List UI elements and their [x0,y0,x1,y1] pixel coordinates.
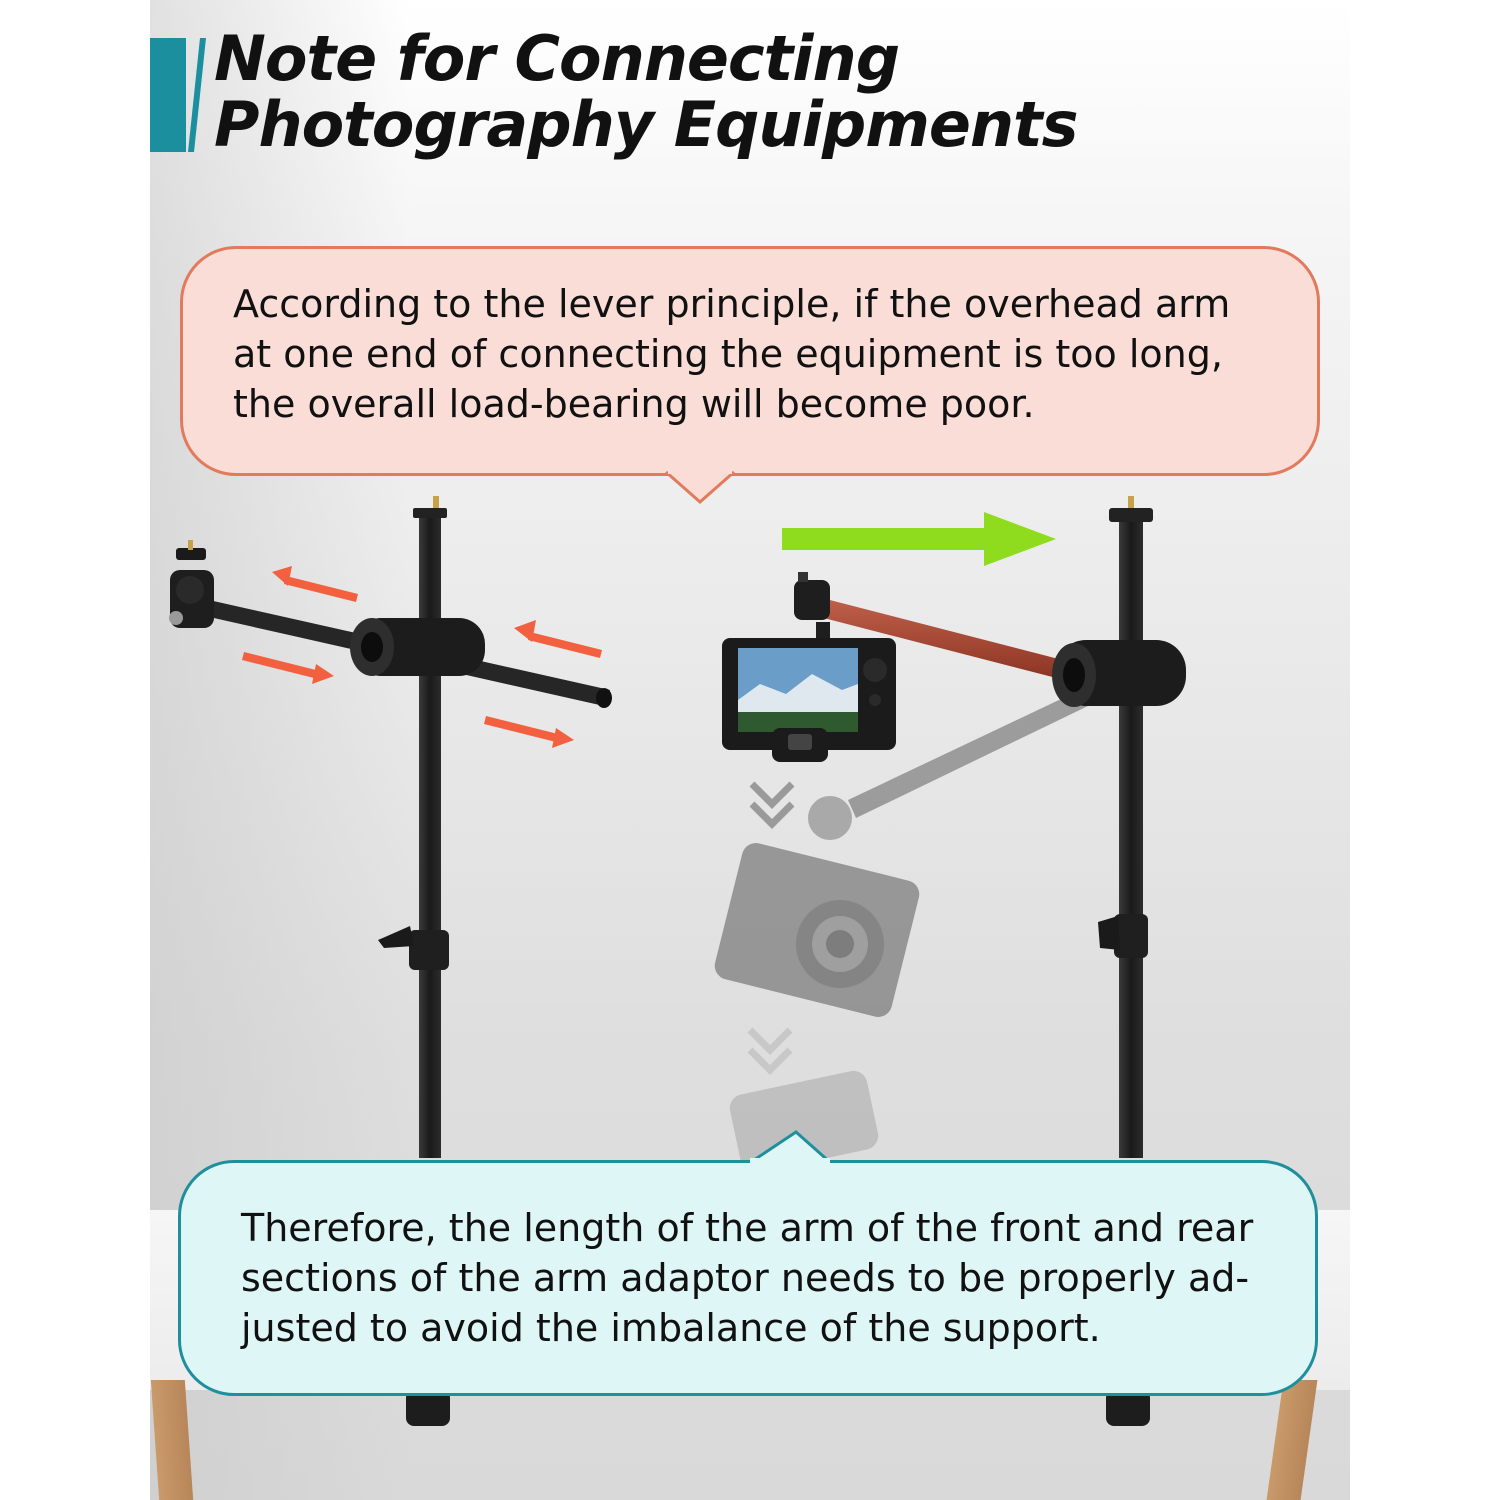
left-stand-collar [409,930,449,970]
right-stand [794,496,1186,1426]
title-line-1: Note for Connecting [214,22,900,95]
ghost-ball-head [808,796,852,840]
adjust-arrows [242,566,602,748]
arrow-left-1-icon [284,576,358,602]
callout-arm-adjustment: Therefore, the length of the arm of the … [178,1160,1318,1396]
arrow-right-1-icon [242,652,316,678]
page-title: Note for Connecting Photography Equipmen… [214,22,1079,161]
left-stand-foot [406,1390,450,1426]
chevrons-down-icon [749,781,795,829]
camera-ghost [729,1070,879,1174]
left-stand-cap [413,508,447,518]
right-stand-collar [1114,914,1148,958]
left-stand-screw [433,496,439,508]
right-stand-foot [1106,1390,1150,1426]
right-ball-head [794,580,830,620]
callout-lever-principle: According to the lever principle, if the… [180,246,1320,476]
red-overhead-arm [816,598,1078,682]
right-stand-knob [1098,916,1120,950]
green-direction-arrow-icon [782,512,1056,566]
title-accent-bar [150,38,186,152]
arrow-right-2-icon [484,716,558,742]
camera-faded [714,843,920,1017]
callout-arm-adjustment-text: Therefore, the length of the arm of the … [241,1206,1254,1350]
camera-attached [722,638,896,762]
right-stand-pole [1119,514,1143,1158]
callout-lever-principle-text: According to the lever principle, if the… [233,282,1231,426]
arrow-left-2-icon [528,632,602,658]
left-stand [169,496,612,1426]
right-stand-cap [1109,508,1153,522]
title-line-2: Photography Equipments [214,88,1079,161]
left-stand-knob [378,926,414,948]
right-stand-screw [1128,496,1134,508]
ghost-arm [848,690,1088,818]
chevrons-down-faded-icon [747,1027,793,1075]
